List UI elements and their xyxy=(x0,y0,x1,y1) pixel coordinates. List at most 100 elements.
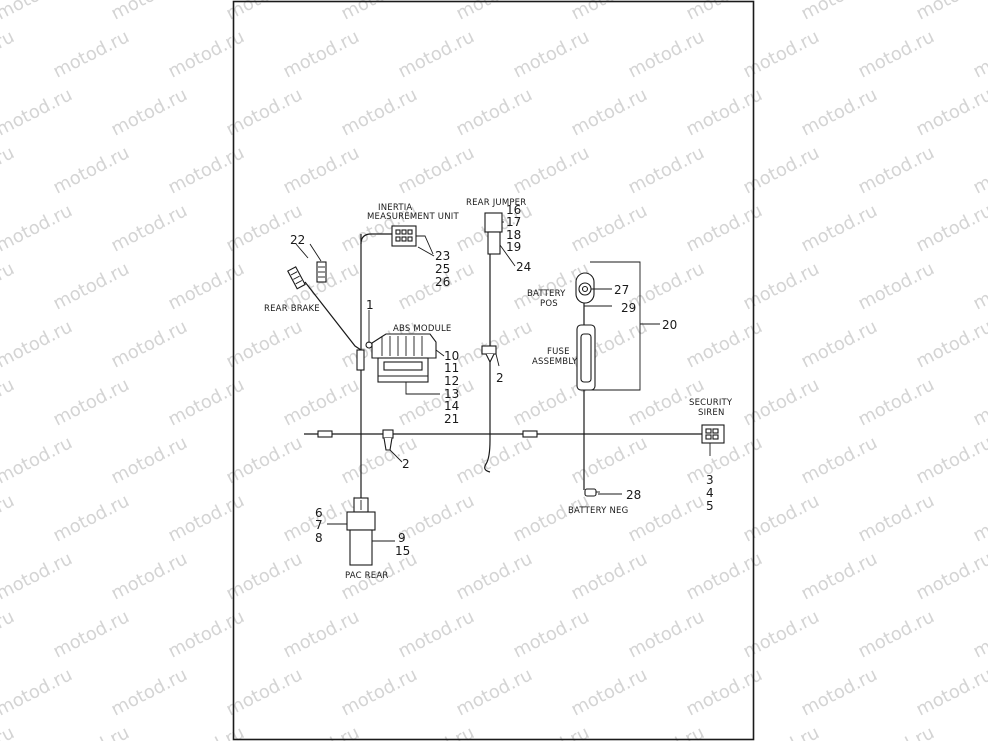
watermark-text: motod.ru xyxy=(108,84,191,140)
watermark-text: motod.ru xyxy=(0,0,76,24)
watermark-text: motod.ru xyxy=(108,0,191,24)
watermark-text: motod.ru xyxy=(798,84,881,140)
watermark-text: motod.ru xyxy=(0,490,18,546)
watermark-text: motod.ru xyxy=(740,722,823,741)
imu-branch-wire xyxy=(360,233,392,245)
watermark-text: motod.ru xyxy=(568,84,651,140)
fuse-bracket xyxy=(590,261,641,391)
watermark-text: motod.ru xyxy=(108,200,191,256)
watermark-text: motod.ru xyxy=(165,258,248,314)
watermark-text: motod.ru xyxy=(798,200,881,256)
watermark-text: motod.ru xyxy=(0,374,18,430)
callout-21: 21 xyxy=(444,412,459,426)
label-fuse-line1: FUSE xyxy=(547,347,570,357)
callout-17: 17 xyxy=(506,215,521,229)
watermark-text: motod.ru xyxy=(453,548,536,604)
callout-14: 14 xyxy=(444,399,459,413)
watermark-text: motod.ru xyxy=(50,26,133,82)
watermark-text: motod.ru xyxy=(395,490,478,546)
watermark-text: motod.ru xyxy=(50,490,133,546)
callout-8: 8 xyxy=(315,531,323,545)
watermark-text: motod.ru xyxy=(798,664,881,720)
watermark-text: motod.ru xyxy=(855,490,938,546)
watermark-text: motod.ru xyxy=(855,374,938,430)
watermark-text: motod.ru xyxy=(913,548,988,604)
watermark-text: motod.ru xyxy=(510,490,593,546)
watermark-text: motod.ru xyxy=(338,664,421,720)
rear-brake-terminal xyxy=(316,261,327,283)
watermark-text: motod.ru xyxy=(0,606,18,662)
watermark-text: motod.ru xyxy=(855,606,938,662)
callout-24: 24 xyxy=(516,260,531,274)
watermark-text: motod.ru xyxy=(108,548,191,604)
callout-6: 6 xyxy=(315,506,323,520)
watermark-text: motod.ru xyxy=(913,316,988,372)
watermark-text: motod.ru xyxy=(913,664,988,720)
abs-branch-sleeve xyxy=(356,349,365,371)
watermark-text: motod.ru xyxy=(970,374,988,430)
watermark-text: motod.ru xyxy=(108,316,191,372)
callout-18: 18 xyxy=(506,228,521,242)
battery-neg-terminal xyxy=(584,488,600,497)
diagram-border xyxy=(232,0,755,741)
watermark-text: motod.ru xyxy=(223,200,306,256)
watermark-text: motod.ru xyxy=(970,606,988,662)
watermark-text: motod.ru xyxy=(568,548,651,604)
label-inertia-line2: MEASUREMENT UNIT xyxy=(367,212,459,222)
watermark-text: motod.ru xyxy=(625,26,708,82)
rear-jumper-wire xyxy=(484,254,491,473)
watermark-text: motod.ru xyxy=(568,200,651,256)
watermark-text: motod.ru xyxy=(280,722,363,741)
rear-brake-wire xyxy=(304,281,362,351)
watermark-text: motod.ru xyxy=(510,606,593,662)
label-abs-module: ABS MODULE xyxy=(393,324,452,334)
watermark-text: motod.ru xyxy=(108,664,191,720)
label-security-line1: SECURITY xyxy=(689,398,733,408)
watermark-text: motod.ru xyxy=(453,84,536,140)
watermark-text: motod.ru xyxy=(453,316,536,372)
callout-2-rear-jumper: 2 xyxy=(496,371,504,385)
watermark-text: motod.ru xyxy=(280,606,363,662)
label-fuse-line2: ASSEMBLY xyxy=(532,357,578,367)
rear-jumper-connector xyxy=(484,212,503,255)
watermark-text: motod.ru xyxy=(280,142,363,198)
watermark-text: motod.ru xyxy=(740,490,823,546)
rear-jumper-clip xyxy=(481,345,497,364)
watermark-text: motod.ru xyxy=(223,548,306,604)
watermark-text: motod.ru xyxy=(855,142,938,198)
watermark-text: motod.ru xyxy=(913,0,988,24)
watermark-text: motod.ru xyxy=(50,374,133,430)
watermark-text: motod.ru xyxy=(165,722,248,741)
watermark-text: motod.ru xyxy=(970,142,988,198)
callout-4: 4 xyxy=(706,486,714,500)
watermark-text: motod.ru xyxy=(913,84,988,140)
callout-27: 27 xyxy=(614,283,629,297)
pac-rear-connector xyxy=(346,497,376,566)
watermark-text: motod.ru xyxy=(0,664,76,720)
callout-7: 7 xyxy=(315,518,323,532)
watermark-text: motod.ru xyxy=(970,26,988,82)
watermark-text: motod.ru xyxy=(395,26,478,82)
watermark-text: motod.ru xyxy=(280,26,363,82)
label-security-line2: SIREN xyxy=(698,408,725,418)
watermark-text: motod.ru xyxy=(0,84,76,140)
watermark-text: motod.ru xyxy=(223,316,306,372)
watermark-text: motod.ru xyxy=(280,374,363,430)
label-inertia-line1: INERTIA xyxy=(378,203,412,213)
watermark-text: motod.ru xyxy=(50,606,133,662)
callout-3: 3 xyxy=(706,473,714,487)
watermark-text: motod.ru xyxy=(338,84,421,140)
watermark-text: motod.ru xyxy=(970,722,988,741)
watermark-text: motod.ru xyxy=(223,432,306,488)
watermark-text: motod.ru xyxy=(510,26,593,82)
fuse-assembly xyxy=(576,324,596,391)
watermark-text: motod.ru xyxy=(223,664,306,720)
watermark-text: motod.ru xyxy=(223,0,306,24)
watermark-text: motod.ru xyxy=(970,258,988,314)
watermark-text: motod.ru xyxy=(0,26,18,82)
watermark-text: motod.ru xyxy=(0,200,76,256)
watermark-text: motod.ru xyxy=(165,26,248,82)
abs-module xyxy=(365,333,437,383)
label-battery-neg: BATTERY NEG xyxy=(568,506,628,516)
